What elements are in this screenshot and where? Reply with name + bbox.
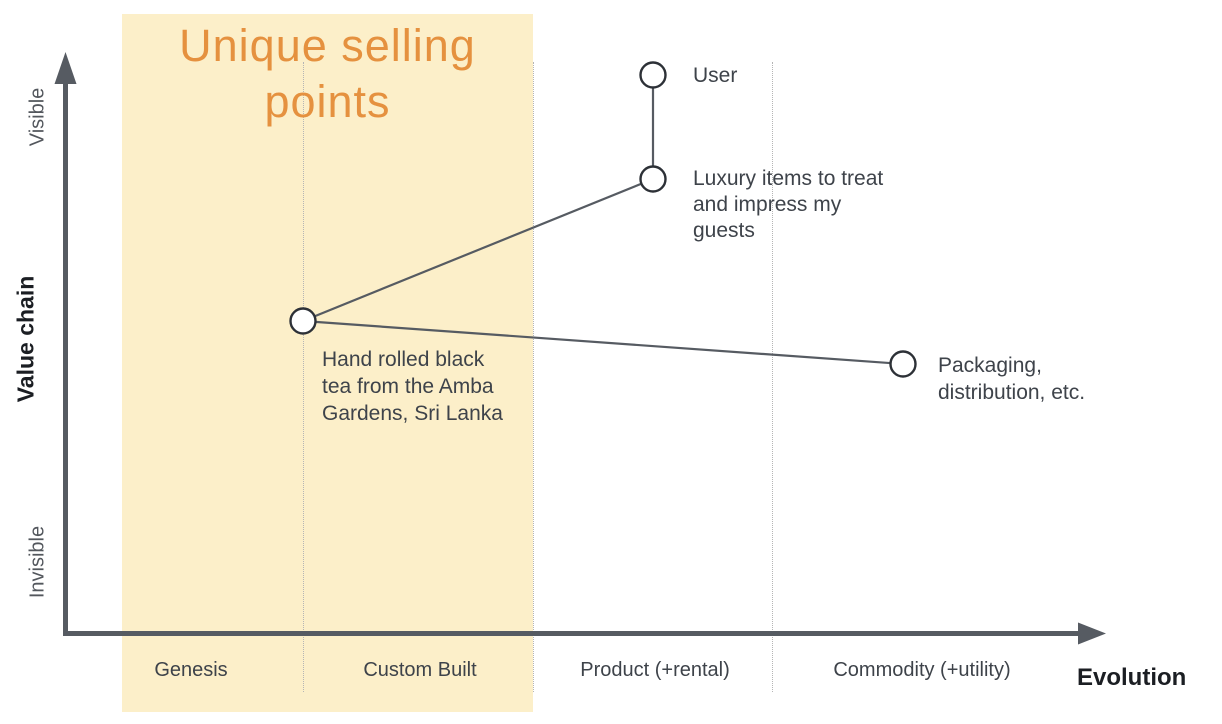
y-axis-visible-label: Visible [26,87,49,147]
node-label-user: User [693,64,738,87]
node-label-luxury: Luxury items to treat and impress my gue… [693,167,884,242]
node-luxury [639,165,667,193]
edge-tea-packaging [302,319,904,366]
stage-label-custom-built: Custom Built [363,659,477,681]
usp-highlight-band [122,14,533,712]
edge-luxury-tea [302,177,654,323]
x-axis-title: Evolution [1077,664,1187,691]
y-axis-title: Value chain [12,275,39,403]
y-axis-arrowhead-icon [54,52,77,84]
stage-divider-genesis-custom [303,62,304,692]
node-label-packaging: Packaging, distribution, etc. [938,354,1086,404]
node-tea [289,307,317,335]
map-title: Unique selling points [179,20,476,127]
node-user [639,61,667,89]
stage-divider-custom-product [533,62,534,692]
stage-label-commodity: Commodity (+utility) [833,659,1011,681]
stage-label-product: Product (+rental) [580,659,730,681]
node-packaging [889,350,917,378]
node-label-tea: Hand rolled black tea from the Amba Gard… [322,348,503,425]
x-axis-arrowhead-icon [1078,622,1106,645]
y-axis-invisible-label: Invisible [26,525,49,599]
stage-divider-product-commodity [772,62,773,692]
stage-label-genesis: Genesis [154,659,228,681]
